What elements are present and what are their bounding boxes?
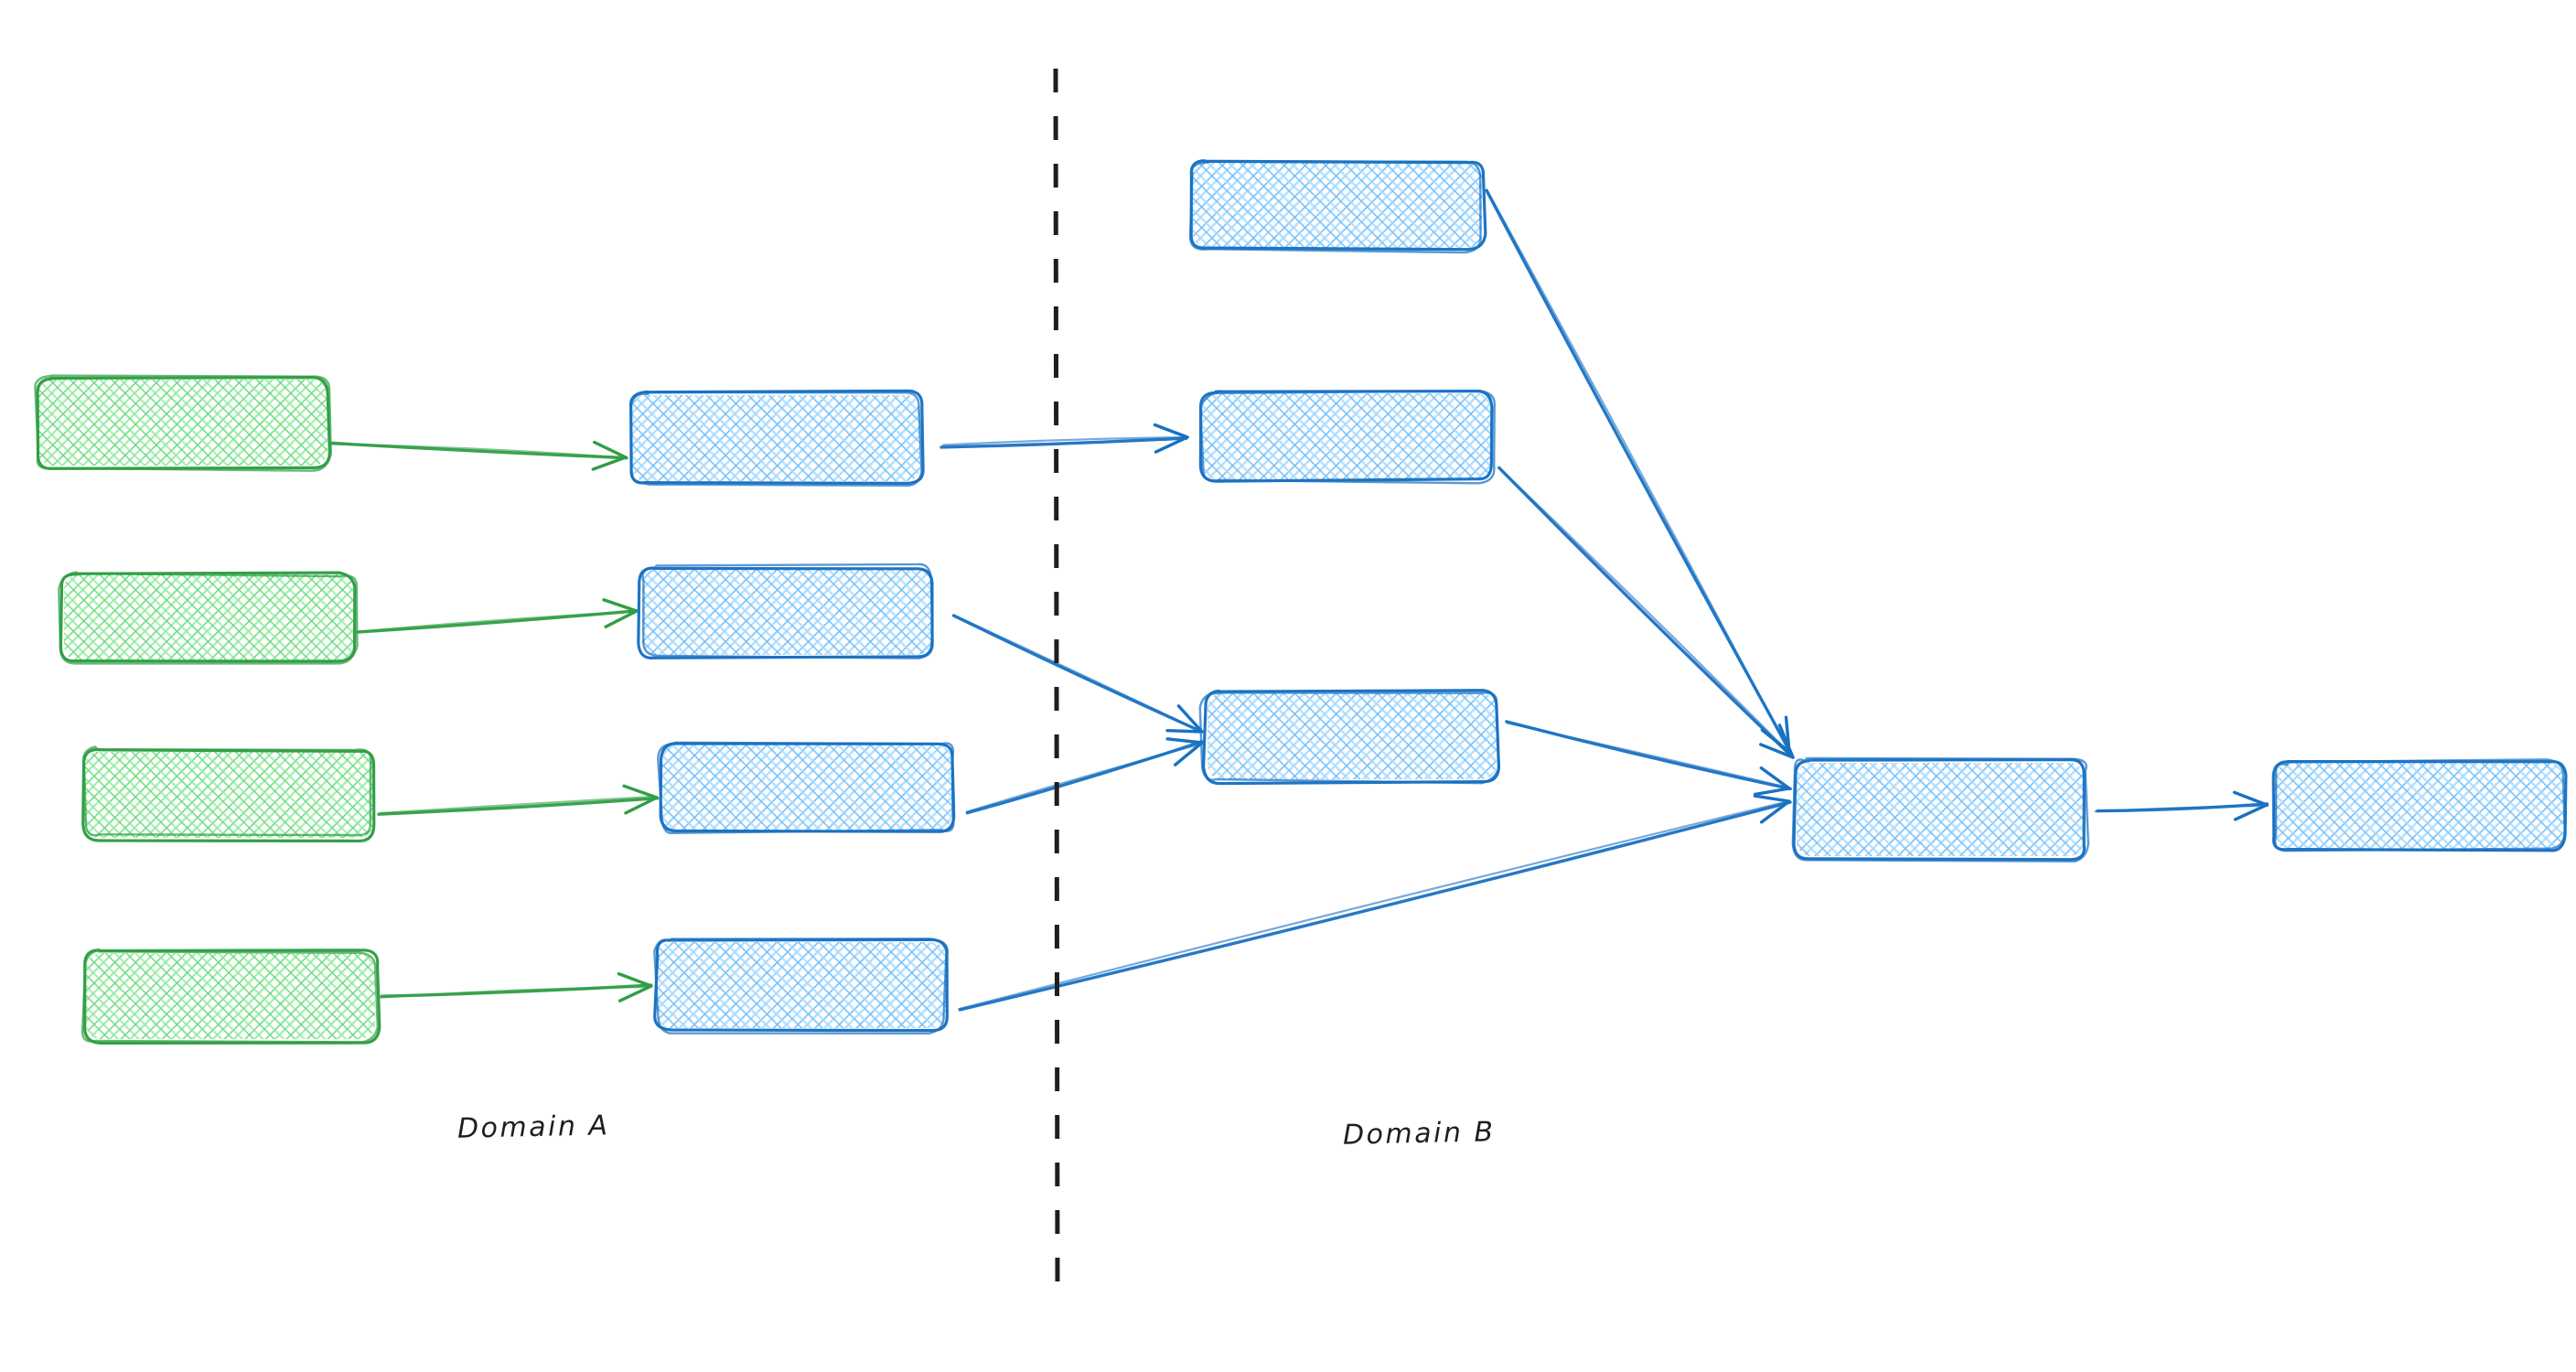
node-fill xyxy=(38,380,327,466)
edge-b3-hub[interactable] xyxy=(1505,720,1792,797)
edge-line xyxy=(952,614,1204,734)
edge-m4-hub[interactable] xyxy=(958,794,1792,1012)
edge-line xyxy=(1486,188,1790,754)
domain-divider xyxy=(1053,68,1060,1286)
node-outline xyxy=(657,741,955,834)
node-outline xyxy=(2274,758,2566,852)
arrowhead-icon xyxy=(591,440,628,471)
node-fill xyxy=(84,752,373,838)
node-outline xyxy=(629,391,923,488)
edge-line xyxy=(380,985,652,999)
edge-line xyxy=(329,443,628,459)
node-outline xyxy=(1198,390,1496,485)
node-outline xyxy=(36,376,331,470)
node-fill xyxy=(662,745,951,831)
arrowhead-icon xyxy=(617,971,653,1002)
domain-a-label: Domain A xyxy=(456,1109,610,1145)
blue-node-mid-2[interactable] xyxy=(622,549,951,675)
edge-line xyxy=(965,743,1203,813)
node-outline xyxy=(1198,691,1500,785)
edge-line xyxy=(379,795,658,815)
node-outline xyxy=(34,374,332,472)
edge-a4-m4[interactable] xyxy=(380,971,653,1002)
node-outline xyxy=(1791,756,2090,863)
node-fill xyxy=(657,942,946,1028)
node-fill xyxy=(1202,393,1491,479)
edge-hub-final[interactable] xyxy=(2094,790,2270,821)
arrowhead-icon xyxy=(2232,790,2269,821)
blue-node-right-1[interactable] xyxy=(1173,142,1502,268)
node-outline xyxy=(641,563,934,659)
blue-node-mid-4[interactable] xyxy=(637,922,966,1048)
domain-b-label: Domain B xyxy=(1342,1116,1496,1152)
edge-line xyxy=(358,610,639,633)
arrowhead-icon xyxy=(1165,704,1204,734)
node-outline xyxy=(1792,758,2087,862)
green-node-1[interactable] xyxy=(18,359,348,486)
node-outline xyxy=(83,949,381,1045)
arrowhead-icon xyxy=(1153,423,1189,454)
edge-line xyxy=(939,436,1188,449)
edge-line xyxy=(942,435,1190,446)
green-node-3[interactable] xyxy=(64,732,393,858)
node-outline xyxy=(1188,159,1482,254)
divider-layer xyxy=(1053,68,1060,1286)
node-outline xyxy=(81,747,376,843)
edge-line xyxy=(1506,722,1792,789)
arrowhead-icon xyxy=(602,598,639,628)
blue-node-right-3[interactable] xyxy=(1187,673,1517,799)
edge-line xyxy=(377,797,660,816)
node-outline xyxy=(653,938,948,1034)
arrowhead-icon xyxy=(1753,794,1791,824)
blue-node-right-2[interactable] xyxy=(1182,373,1511,499)
arrowhead-icon xyxy=(622,784,659,815)
edge-line xyxy=(1498,467,1796,759)
node-fill xyxy=(2275,763,2564,849)
node-fill xyxy=(64,574,353,660)
blue-node-mid-1[interactable] xyxy=(611,375,940,501)
edge-line xyxy=(2094,804,2270,813)
edge-m1-b2[interactable] xyxy=(939,423,1190,454)
blue-node-hub[interactable] xyxy=(1776,743,2104,876)
nodes-layer xyxy=(18,142,2576,1059)
arrowhead-icon xyxy=(1759,724,1795,759)
edge-b2-hub[interactable] xyxy=(1497,466,1796,759)
edge-line xyxy=(1497,466,1795,759)
green-node-2[interactable] xyxy=(44,554,373,681)
node-outline xyxy=(80,949,379,1044)
blue-node-final[interactable] xyxy=(2255,743,2576,869)
edge-line xyxy=(958,800,1792,1012)
edge-a3-m3[interactable] xyxy=(377,784,660,816)
node-fill xyxy=(1797,763,2084,856)
edge-a2-m2[interactable] xyxy=(356,598,639,634)
node-fill xyxy=(1193,162,1482,248)
blue-node-mid-3[interactable] xyxy=(642,724,971,851)
node-outline xyxy=(58,571,359,665)
node-fill xyxy=(631,395,920,481)
node-outline xyxy=(653,938,949,1033)
edges-layer xyxy=(329,188,2270,1012)
edge-line xyxy=(958,799,1790,1011)
edge-m2-b3[interactable] xyxy=(951,614,1204,734)
edge-a1-m1[interactable] xyxy=(329,440,628,471)
edge-m3-b3[interactable] xyxy=(965,737,1204,815)
node-fill xyxy=(642,569,931,655)
node-outline xyxy=(628,389,925,485)
node-fill xyxy=(86,953,375,1039)
green-node-4[interactable] xyxy=(66,933,395,1059)
node-outline xyxy=(82,745,372,837)
node-outline xyxy=(1198,390,1494,483)
node-fill xyxy=(1208,693,1497,779)
arrowhead-icon xyxy=(1753,766,1791,797)
edge-b1-hub[interactable] xyxy=(1485,188,1792,754)
